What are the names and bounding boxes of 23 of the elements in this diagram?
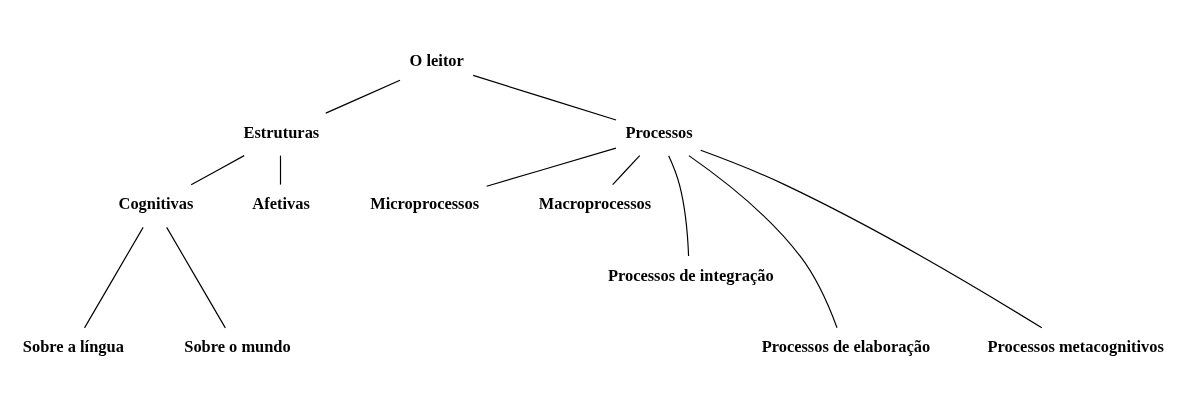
node-text: Afetivas (252, 193, 310, 213)
node-text: Macroprocessos (538, 193, 652, 213)
node-text: Sobre o mundo (184, 336, 291, 356)
node-text: Sobre a língua (22, 336, 124, 356)
connector (190, 154, 245, 185)
node-text: Processos de integração (607, 265, 774, 285)
connector (668, 154, 690, 257)
connector (486, 147, 617, 187)
connector (700, 149, 1043, 328)
connector (325, 79, 401, 114)
node-text: Cognitivas (118, 193, 194, 213)
node-text: Estruturas (243, 122, 320, 142)
node-text: Microprocessos (370, 193, 480, 213)
node-text: O leitor (409, 50, 464, 70)
connector (688, 154, 838, 328)
connector (612, 154, 641, 185)
connector (83, 226, 144, 328)
node-text: Processos (625, 122, 693, 142)
connector (166, 226, 226, 328)
connector (472, 74, 617, 121)
node-text: Processos metacognitivos (987, 336, 1164, 356)
node-text: Processos de elaboração (761, 336, 931, 356)
connector (279, 154, 282, 185)
